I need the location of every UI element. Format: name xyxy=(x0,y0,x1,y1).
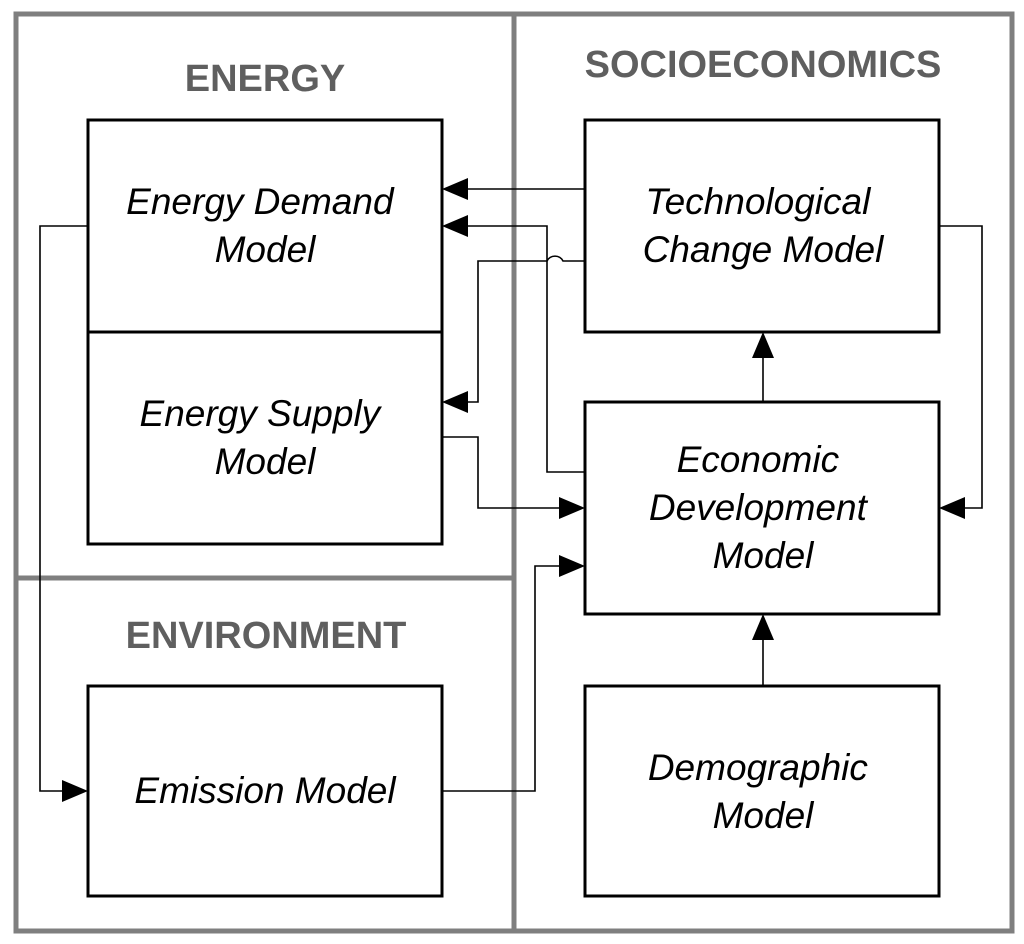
connector-energy-demand-to-emission xyxy=(39,225,88,802)
technological-change-model-box[interactable]: Technological Change Model xyxy=(583,118,941,334)
section-title-energy: ENERGY xyxy=(185,58,345,100)
connector-technological-to-energy-supply xyxy=(442,255,585,413)
connector-economic-to-energy-demand xyxy=(442,215,585,473)
demographic-model-box[interactable]: Demographic Model xyxy=(583,684,941,898)
demographic-model-label: Demographic Model xyxy=(648,747,878,836)
economic-development-model-box[interactable]: Economic Development Model xyxy=(583,400,941,616)
energy-supply-model-label: Energy Supply Model xyxy=(140,393,391,482)
emission-model-label: Emission Model xyxy=(134,770,397,811)
energy-supply-model-box[interactable]: Energy Supply Model xyxy=(86,330,444,546)
economic-development-model-label: Economic Development Model xyxy=(649,439,877,576)
emission-model-box[interactable]: Emission Model xyxy=(86,684,444,898)
energy-demand-model-label: Energy Demand Model xyxy=(126,181,404,270)
energy-demand-model-box[interactable]: Energy Demand Model xyxy=(86,118,444,334)
section-title-socioeconomics: SOCIOECONOMICS xyxy=(585,44,942,86)
technological-change-model-label: Technological Change Model xyxy=(643,181,885,270)
connector-energy-supply-to-economic xyxy=(442,436,585,519)
connector-economic-to-technological xyxy=(752,332,774,402)
connector-emission-to-economic xyxy=(442,555,585,792)
section-title-environment: ENVIRONMENT xyxy=(126,615,407,657)
connector-demographic-to-economic xyxy=(752,614,774,686)
connector-technological-to-energy-demand xyxy=(442,178,585,200)
connector-technological-to-economic xyxy=(939,225,983,519)
